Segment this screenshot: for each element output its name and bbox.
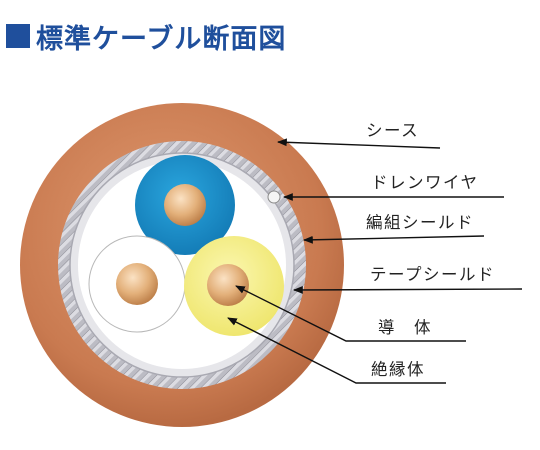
drain-wire bbox=[267, 190, 281, 204]
label-drain-wire: ドレンワイヤ bbox=[371, 173, 479, 192]
leader-sheath bbox=[277, 138, 441, 149]
label-tape-shield: テープシールド bbox=[370, 265, 495, 284]
label-insulator: 絶縁体 bbox=[371, 360, 425, 379]
leader-tape-shield bbox=[293, 286, 523, 294]
label-conductor: 導 体 bbox=[378, 318, 432, 337]
leader-conductor bbox=[235, 285, 466, 342]
title-square-icon bbox=[6, 24, 30, 48]
core-white-conductor bbox=[116, 263, 158, 305]
leader-insulator bbox=[227, 317, 446, 384]
core-blue-conductor bbox=[164, 184, 206, 226]
label-braid-shield: 編組シールド bbox=[366, 213, 474, 232]
label-sheath: シース bbox=[366, 121, 419, 140]
leader-braid-shield bbox=[303, 235, 485, 244]
title-text: 標準ケーブル断面図 bbox=[36, 23, 287, 55]
page-title: 標準ケーブル断面図 bbox=[6, 16, 286, 56]
core-yellow-conductor bbox=[207, 264, 249, 306]
